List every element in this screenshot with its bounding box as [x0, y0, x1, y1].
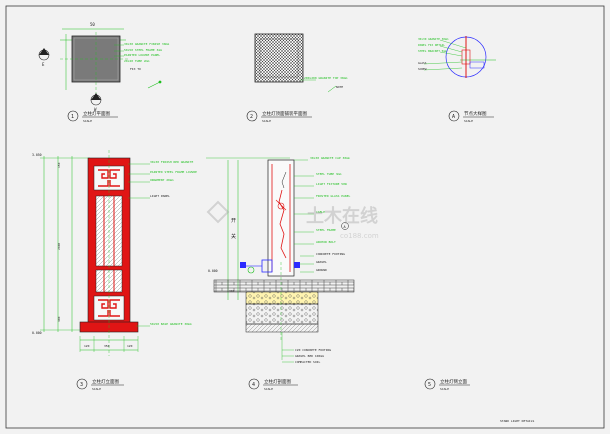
elevation-dim-left-1: 150 [57, 162, 61, 168]
section-note-2: STEEL TUBE 3mm [316, 172, 341, 176]
view-label-5: 5 立柱灯侧立面 SCALE [424, 378, 470, 391]
elevation-level-top: 3.050 [32, 153, 42, 157]
plan-note-3: PAINTED LOUVRE PANEL [124, 53, 160, 57]
elevation-note-1: 30x30 FINISH RED GRANITE [150, 160, 194, 164]
svg-text:5: 5 [428, 382, 431, 388]
detail-a-note-2: PANEL FIX DETAIL [418, 43, 445, 47]
section-note-6: STEEL FRAME [316, 228, 336, 232]
elevation-level-bottom: 0.000 [32, 331, 42, 335]
svg-text:SCALE: SCALE [464, 119, 473, 123]
plan-grid-marker-left: E [38, 48, 50, 67]
section-view: 开 关 300 0.000 A [206, 156, 355, 391]
elevation-note-3: ORNAMENT 20mm [150, 178, 174, 182]
svg-text:立柱灯平面图: 立柱灯平面图 [83, 110, 110, 117]
view-label-2: 2 立柱灯顶面铺装平面图 SCALE [246, 110, 312, 123]
watermark-sub: co188.com [340, 232, 379, 240]
svg-text:3: 3 [80, 382, 83, 388]
section-note-5: CABLE [316, 210, 325, 214]
section-note-9: GRAVEL [316, 260, 327, 264]
watermark: 土木在线 co188.com [206, 200, 379, 240]
view-label-4: 4 立柱灯剖面图 SCALE [248, 378, 298, 391]
sheet-title-block: STAND LIGHT DETAILS [500, 419, 535, 423]
section-note-7: ANCHOR BOLT [316, 240, 336, 244]
sheet-border [5, 5, 605, 429]
svg-text:4: 4 [252, 382, 255, 388]
svg-text:节点大样图: 节点大样图 [464, 110, 487, 117]
elevation-note-2: PAINTED STEEL FRAME LOUVRE [150, 170, 197, 174]
plan-note-2: 50x50 STEEL FRAME 3mm [124, 48, 162, 52]
svg-text:A: A [344, 225, 347, 229]
section-note-3: LIGHT FIXTURE 50W [316, 182, 347, 186]
elevation-view: 3.050 0.000 150 2400 300 [32, 150, 197, 391]
detail-a-note-4: GLASS [418, 61, 427, 65]
section-paving [213, 279, 355, 293]
elevation-dim-left-2: 2400 [57, 243, 61, 250]
svg-text:SCALE: SCALE [83, 119, 92, 123]
plan-note-1: 30x30 GRANITE FINISH 30mm [124, 42, 169, 46]
top-paving-hatch [254, 33, 304, 83]
svg-text:立柱灯剖面图: 立柱灯剖面图 [264, 378, 291, 385]
elevation-dim-left-3: 300 [57, 316, 61, 322]
detail-a-view: 30x30 GRANITE 30mm PANEL FIX DETAIL STEE… [418, 36, 496, 123]
section-note-1: 30x30 GRANITE CAP 30mm [310, 156, 350, 160]
elevation-dim-bottom-3: 120 [127, 344, 133, 348]
svg-text:SCALE: SCALE [262, 119, 271, 123]
svg-text:2: 2 [250, 114, 253, 120]
section-note-4: FROSTED GLASS PANEL [316, 194, 351, 198]
svg-text:SCALE: SCALE [264, 387, 273, 391]
view-label-3: 3 立柱灯立面图 SCALE [76, 378, 124, 391]
plan-view: 50 E W 30x30 GRANITE FINISH 30mm 50x50 S… [38, 22, 169, 123]
plan-grid-marker-bottom: W [90, 93, 102, 112]
section-foundation-note-3: COMPACTED SOIL [295, 360, 320, 364]
top-paving-note-2: NOTE [336, 85, 343, 89]
detail-a-note-3: STEEL BRACKET 5mm [418, 49, 447, 53]
plan-note-4: 20x20 TUBE 2mm [124, 59, 149, 63]
view-label-a: A 节点大样图 SCALE [448, 110, 494, 123]
svg-text:1: 1 [71, 114, 74, 120]
svg-text:W: W [94, 107, 97, 112]
elevation-note-5: 50x50 BASE GRANITE 30mm [150, 322, 192, 326]
plan-top-dimension: 50 [90, 22, 95, 27]
detail-a-note-5: SCREW [418, 67, 427, 71]
svg-text:立柱灯侧立面: 立柱灯侧立面 [440, 378, 467, 385]
section-gravel-bed [245, 303, 319, 325]
svg-text:SCALE: SCALE [440, 387, 449, 391]
plan-note-5: FIX TO [130, 67, 141, 71]
view-label-1: 1 立柱灯平面图 SCALE [67, 110, 118, 123]
elevation-dim-bottom-1: 120 [84, 344, 90, 348]
section-note-10: GROUND [316, 268, 327, 272]
section-dim-left-2: 关 [231, 233, 236, 240]
svg-text:SCALE: SCALE [92, 387, 101, 391]
section-note-8: CONCRETE FOOTING [316, 252, 345, 256]
section-foundation-note-1: C20 CONCRETE FOOTING [295, 348, 331, 352]
svg-text:立柱灯立面图: 立柱灯立面图 [92, 378, 119, 385]
top-paving-note-1: 200x200 GRANITE TOP 30mm [304, 76, 348, 80]
detail-a-note-1: 30x30 GRANITE 30mm [418, 37, 449, 41]
svg-text:A: A [452, 114, 455, 120]
svg-text:立柱灯顶面铺装平面图: 立柱灯顶面铺装平面图 [262, 110, 307, 117]
section-dim-left-1: 开 [231, 218, 236, 224]
elevation-dim-bottom-2: 350 [104, 344, 110, 348]
watermark-text: 土木在线 [306, 205, 378, 227]
top-paving-view: 200x200 GRANITE TOP 30mm NOTE 2 立柱灯顶面铺装平… [246, 33, 348, 123]
elevation-note-4: LIGHT PANEL [150, 194, 170, 198]
section-foundation-note-2: GRAVEL BED 100mm [295, 354, 324, 358]
svg-text:E: E [42, 62, 45, 67]
section-level-label: 0.000 [208, 269, 218, 273]
